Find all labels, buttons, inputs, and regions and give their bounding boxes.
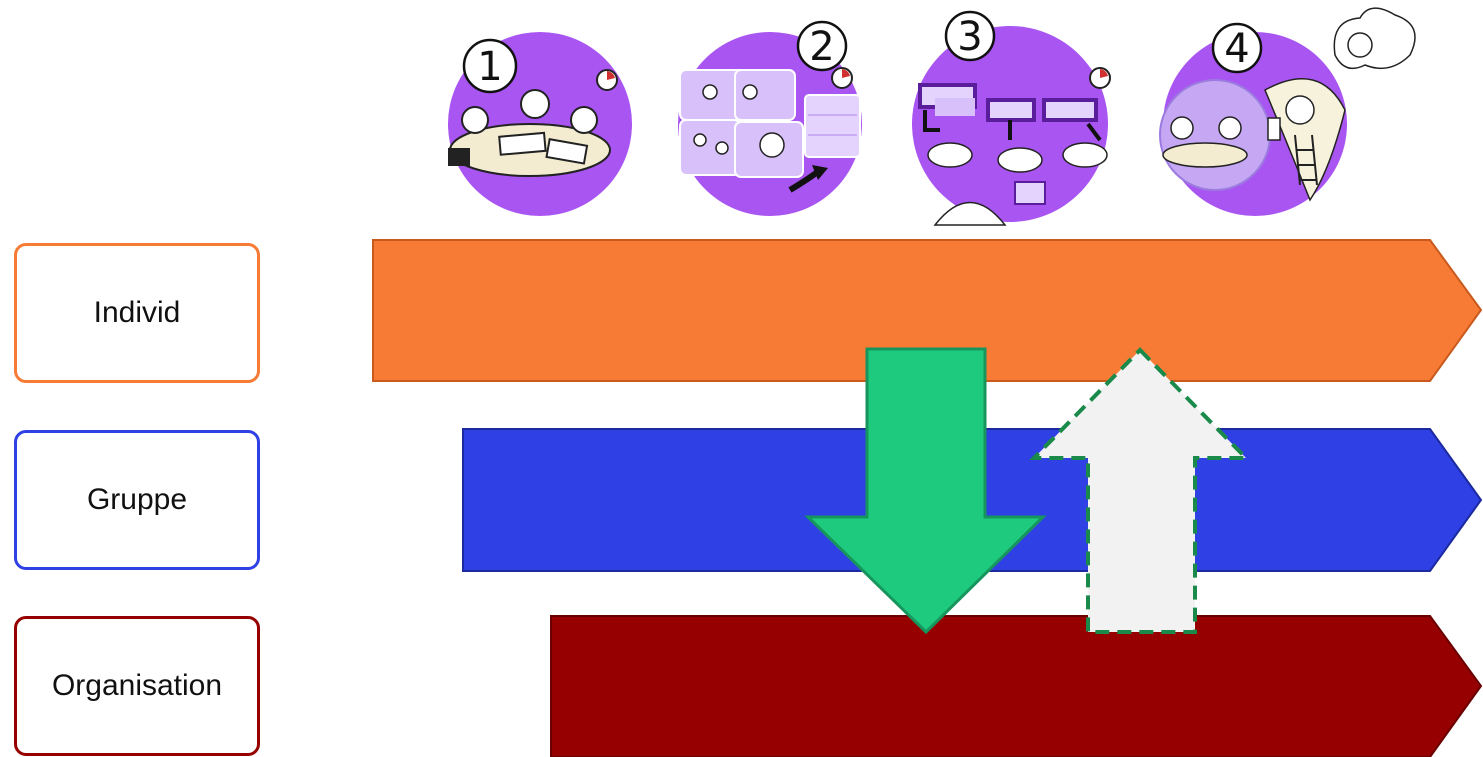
step-1-illustration: 1 (448, 32, 632, 216)
label-individ: Individ (14, 243, 260, 383)
label-gruppe-text: Gruppe (86, 483, 188, 516)
label-gruppe: Gruppe (14, 430, 260, 570)
individ-arrow (372, 239, 1483, 382)
step-2-badge (796, 20, 848, 72)
step-1-number: 1 (477, 44, 502, 90)
reflection-ladder-icon (1333, 7, 1416, 70)
step-4-illustration: 4 (1159, 7, 1416, 216)
up-arrow (1029, 347, 1251, 634)
step-2-illustration: 2 (678, 20, 862, 216)
step-3-badge (944, 10, 996, 62)
step-3-illustration: 3 (912, 10, 1111, 226)
step-1-badge (462, 38, 518, 94)
label-organisation: Organisation (14, 616, 260, 756)
step-2-number: 2 (809, 24, 834, 70)
down-arrow (804, 347, 1047, 635)
label-organisation-text: Organisation (51, 669, 223, 702)
step-4-badge (1211, 22, 1263, 74)
label-individ-text: Individ (93, 296, 181, 329)
step-3-number: 3 (957, 14, 982, 60)
organisation-arrow (550, 615, 1483, 757)
step-4-number: 4 (1224, 26, 1249, 72)
